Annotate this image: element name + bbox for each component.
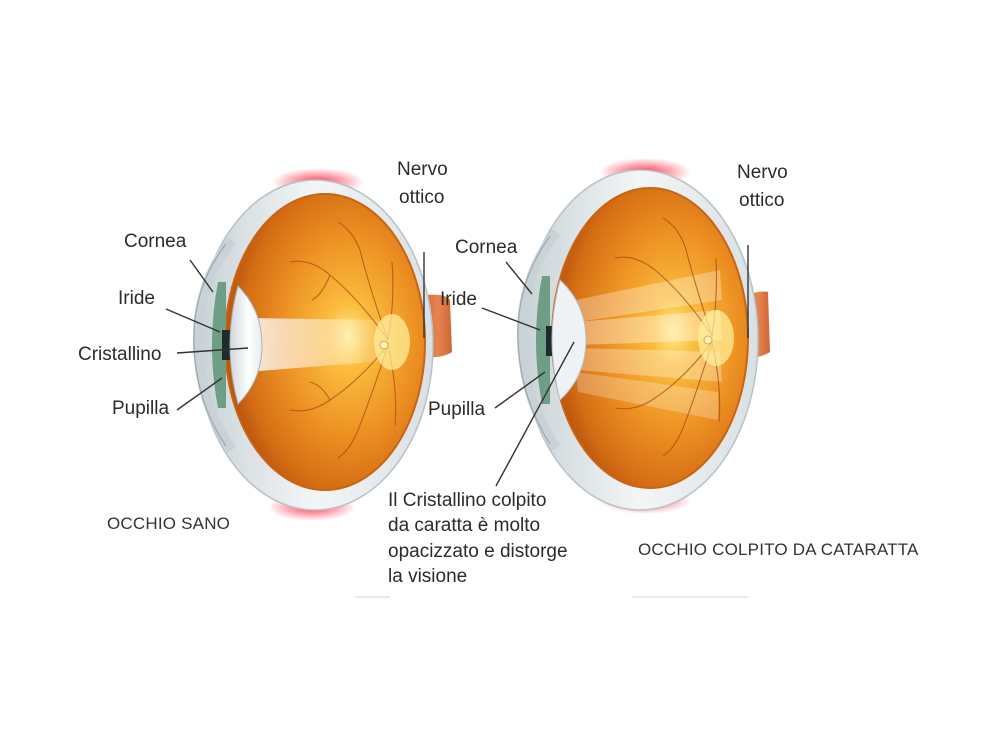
cataract-note-line-1: Il Cristallino colpito <box>388 490 547 511</box>
right-note-line <box>495 341 575 487</box>
right-leader-lines <box>481 245 749 487</box>
right-label-nerve-2: ottico <box>739 190 785 211</box>
left-lens <box>229 285 263 405</box>
cataract-note: Il Cristallino colpito da caratta è molt… <box>388 488 588 589</box>
right-label-nerve-1: Nervo <box>737 162 788 183</box>
left-iris-line <box>165 308 221 333</box>
right-lens-clouded <box>551 279 587 401</box>
left-lens-line <box>176 347 249 354</box>
right-pupil-line <box>494 371 546 409</box>
right-iris <box>536 276 550 404</box>
right-scattered-light <box>576 270 722 420</box>
left-label-nerve-2: ottico <box>399 187 445 208</box>
right-label-cornea: Cornea <box>455 237 518 258</box>
left-eye <box>192 168 452 521</box>
left-label-pupil: Pupilla <box>112 398 170 419</box>
left-leader-lines <box>165 252 425 411</box>
right-cornea-line <box>505 261 533 295</box>
right-iris-line <box>481 307 541 331</box>
left-cornea-edge <box>193 243 227 447</box>
left-light-beam <box>248 318 395 372</box>
left-label-lens: Cristallino <box>78 344 162 365</box>
left-fovea <box>379 340 389 350</box>
right-label-iris: Iride <box>440 289 477 310</box>
right-caption: OCCHIO COLPITO DA CATARATTA <box>638 540 919 559</box>
left-pupil-line <box>176 377 223 411</box>
right-blood-vessels <box>614 217 721 457</box>
cataract-note-line-2: da caratta è molto <box>388 515 541 537</box>
left-blood-vessels <box>289 221 397 459</box>
cataract-note-line-4: la visione <box>388 565 468 587</box>
left-label-nerve-1: Nervo <box>397 159 448 180</box>
right-fovea <box>703 335 713 345</box>
left-iris <box>212 282 226 408</box>
left-retina-glow <box>374 314 410 370</box>
right-eye <box>516 158 770 514</box>
right-label-pupil: Pupilla <box>428 399 486 420</box>
left-caption: OCCHIO SANO <box>107 514 231 533</box>
left-cornea <box>192 236 237 453</box>
left-label-cornea: Cornea <box>124 231 187 252</box>
right-cornea <box>516 229 561 451</box>
left-label-iris: Iride <box>118 288 155 309</box>
right-retina-glow <box>698 310 734 366</box>
left-cornea-line <box>189 259 214 293</box>
left-pupil <box>222 330 230 360</box>
cataract-note-line-3: opacizzato e distorge <box>388 540 568 562</box>
